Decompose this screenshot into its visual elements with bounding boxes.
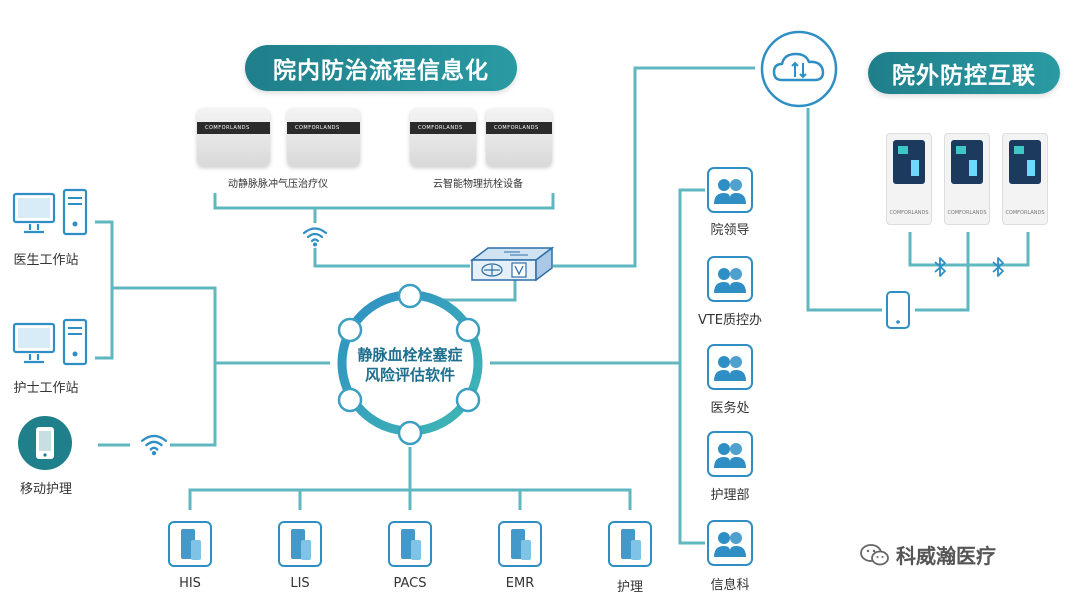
wechat-icon: [860, 543, 889, 565]
nursing-dept-label: 护理部: [710, 488, 750, 503]
server-icon: [608, 521, 652, 567]
patient-monitor-3: COMFORLANDS: [1002, 133, 1048, 225]
compression-device-2: COMFORLANDS: [287, 108, 360, 166]
device-brand: COMFORLANDS: [1005, 210, 1045, 216]
mobile-nursing-label: 移动护理: [19, 482, 72, 497]
device-brand: COMFORLANDS: [494, 125, 539, 131]
vte-office-label: VTE质控办: [697, 313, 763, 328]
smartphone-icon: [886, 291, 910, 329]
hub-title-line1: 静脉血栓栓塞症: [357, 346, 463, 364]
nursing-label: 护理: [616, 580, 643, 595]
cloud-device-2: COMFORLANDS: [486, 108, 552, 166]
bluetooth-icon: [992, 257, 1004, 277]
users-icon: [707, 167, 753, 213]
device-group1-label: 动静脉脉冲气压治疗仪: [228, 179, 328, 190]
cloud-device-1: COMFORLANDS: [410, 108, 476, 166]
compression-device-1: COMFORLANDS: [197, 108, 270, 166]
device-brand: COMFORLANDS: [889, 210, 929, 216]
hub-title-line2: 风险评估软件: [364, 366, 455, 384]
users-icon: [707, 344, 753, 390]
nurse-workstation-label: 护士工作站: [13, 381, 79, 396]
device-brand: COMFORLANDS: [205, 125, 250, 131]
device-brand: COMFORLANDS: [947, 210, 987, 216]
his-label: HIS: [179, 576, 201, 591]
users-icon: [707, 256, 753, 302]
patient-monitor-2: COMFORLANDS: [944, 133, 990, 225]
smartphone-icon: [18, 416, 72, 470]
desktop-computer-icon: [12, 188, 88, 236]
device-brand: COMFORLANDS: [295, 125, 340, 131]
device-group2-label: 云智能物理抗栓设备: [433, 179, 523, 190]
network-switch-icon: [470, 246, 554, 282]
users-icon: [707, 520, 753, 566]
wifi-icon: [140, 434, 168, 456]
lis-label: LIS: [290, 576, 310, 591]
patient-monitor-1: COMFORLANDS: [886, 133, 932, 225]
emr-label: EMR: [505, 576, 535, 591]
wifi-icon: [302, 227, 328, 247]
server-icon: [278, 521, 322, 567]
it-dept-label: 信息科: [710, 578, 750, 593]
server-icon: [498, 521, 542, 567]
medical-affairs-label: 医务处: [710, 401, 750, 416]
server-icon: [388, 521, 432, 567]
header-outside-hospital: 院外防控互联: [868, 52, 1060, 94]
doctor-workstation-label: 医生工作站: [13, 253, 79, 268]
hub-title: 静脉血栓栓塞症 风险评估软件: [330, 345, 490, 385]
cloud-icon: [760, 30, 838, 108]
desktop-computer-icon: [12, 318, 88, 366]
leadership-label: 院领导: [710, 223, 750, 238]
pacs-label: PACS: [393, 576, 427, 591]
server-icon: [168, 521, 212, 567]
bluetooth-icon: [934, 257, 946, 277]
watermark: 科威瀚医疗: [860, 540, 996, 569]
device-brand: COMFORLANDS: [418, 125, 463, 131]
users-icon: [707, 431, 753, 477]
header-inside-hospital: 院内防治流程信息化: [245, 45, 517, 91]
watermark-text: 科威瀚医疗: [896, 544, 996, 568]
